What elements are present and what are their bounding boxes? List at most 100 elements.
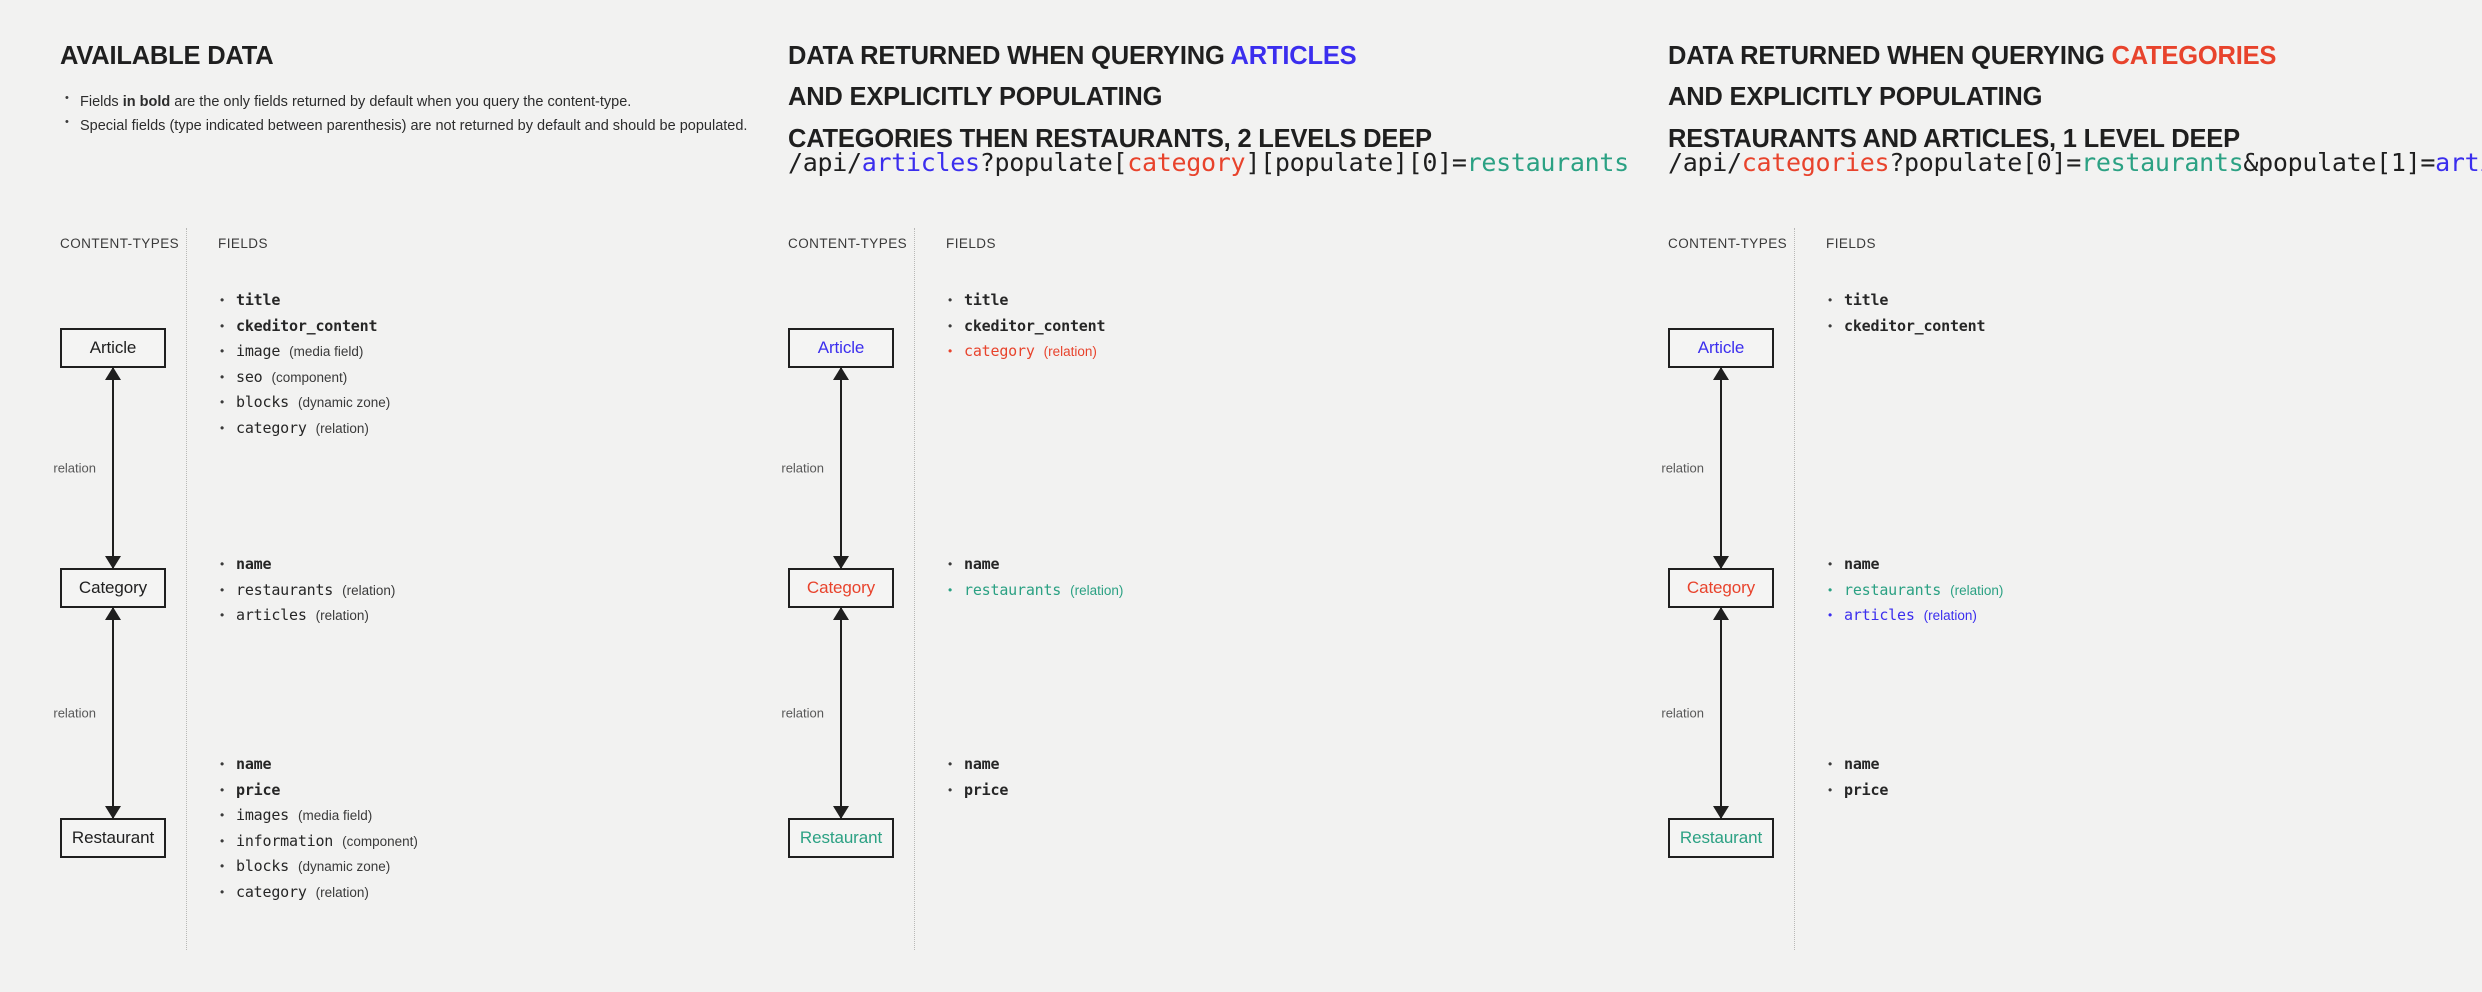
content-type-node-restaurant[interactable]: Restaurant bbox=[60, 818, 166, 858]
title-line: DATA RETURNED WHEN QUERYING CATEGORIES bbox=[1668, 36, 2448, 77]
field-row: articles (relation) bbox=[218, 603, 395, 629]
field-list-restaurant: namepriceimages(media field)information(… bbox=[218, 752, 418, 905]
field-row: articles(relation) bbox=[1826, 603, 2003, 629]
url-segment: ?populate[0]= bbox=[1889, 148, 2082, 177]
connector-line bbox=[112, 368, 114, 568]
relation-connector: relation bbox=[53, 367, 173, 569]
url-segment: articles bbox=[2435, 148, 2482, 177]
field-name: restaurants bbox=[964, 580, 1062, 599]
field-row: name bbox=[946, 552, 1123, 578]
field-row: ckeditor_content bbox=[218, 314, 390, 340]
field-row: restaurants (relation) bbox=[946, 578, 1123, 604]
arrow-up-icon bbox=[833, 367, 849, 380]
relation-label: relation bbox=[781, 703, 831, 723]
title-line: RESTAURANTS AND ARTICLES, 1 LEVEL DEEP bbox=[1668, 119, 2448, 160]
field-type: (media field) bbox=[298, 808, 373, 823]
url-segment: ?populate[ bbox=[979, 148, 1128, 177]
field-name: name bbox=[1844, 755, 1880, 773]
panel-querying-articles: DATA RETURNED WHEN QUERYING ARTICLES AND … bbox=[728, 0, 1629, 992]
arrow-up-icon bbox=[105, 607, 121, 620]
field-type: (relation) bbox=[1923, 608, 1977, 623]
field-type: (dynamic zone) bbox=[298, 395, 391, 410]
title-line: CATEGORIES THEN RESTAURANTS, 2 LEVELS DE… bbox=[788, 119, 1568, 160]
relation-label: relation bbox=[781, 458, 831, 478]
field-list-category: namerestaurants(relation)articles(relati… bbox=[218, 552, 395, 629]
connector-line bbox=[112, 608, 114, 818]
field-row: name bbox=[1826, 752, 1888, 778]
relation-label: relation bbox=[1661, 703, 1711, 723]
arrow-up-icon bbox=[833, 607, 849, 620]
field-row: title bbox=[218, 288, 390, 314]
title-segment: ARTICLES bbox=[1230, 42, 1357, 70]
url-segment: ][populate][0]= bbox=[1245, 148, 1467, 177]
field-name: name bbox=[236, 755, 272, 773]
field-row: name bbox=[1826, 552, 2003, 578]
field-type: (relation) bbox=[315, 420, 369, 436]
field-row: blocks(dynamic zone) bbox=[218, 390, 390, 416]
title-line: AVAILABLE DATA bbox=[60, 36, 840, 77]
field-row: name bbox=[218, 552, 395, 578]
relation-connector: relation bbox=[781, 607, 901, 819]
field-row: blocks(dynamic zone) bbox=[218, 854, 418, 880]
content-type-node-category[interactable]: Category bbox=[1668, 568, 1774, 608]
content-type-node-restaurant[interactable]: Restaurant bbox=[1668, 818, 1774, 858]
field-name: articles bbox=[236, 606, 307, 624]
field-row: ckeditor_content bbox=[946, 314, 1105, 340]
url-segment: restaurants bbox=[2081, 148, 2244, 177]
relation-connector: relation bbox=[53, 607, 173, 819]
relation-label: relation bbox=[1661, 458, 1711, 478]
field-row: category(relation) bbox=[946, 339, 1105, 365]
content-type-node-article[interactable]: Article bbox=[1668, 328, 1774, 368]
field-type: (relation) bbox=[342, 582, 396, 598]
title-line: DATA RETURNED WHEN QUERYING ARTICLES bbox=[788, 36, 1568, 77]
arrow-down-icon bbox=[1713, 556, 1729, 569]
content-type-node-article[interactable]: Article bbox=[60, 328, 166, 368]
content-type-node-article[interactable]: Article bbox=[788, 328, 894, 368]
field-name: category bbox=[236, 418, 307, 437]
column-header-content-types: CONTENT-TYPES bbox=[1668, 236, 1788, 251]
content-type-node-category[interactable]: Category bbox=[60, 568, 166, 608]
arrow-down-icon bbox=[833, 806, 849, 819]
field-name: name bbox=[1844, 555, 1880, 573]
note-item: Special fields (type indicated between p… bbox=[60, 114, 840, 138]
title-segment: CATEGORIES THEN RESTAURANTS, 2 LEVELS DE… bbox=[788, 124, 1432, 153]
field-name: ckeditor_content bbox=[236, 316, 378, 335]
field-type: (relation) bbox=[1070, 582, 1124, 598]
field-name: name bbox=[964, 755, 1000, 773]
field-row: ckeditor_content bbox=[1826, 314, 1985, 340]
field-row: seo(component) bbox=[218, 365, 390, 391]
field-name: restaurants bbox=[1844, 580, 1942, 599]
field-type: (relation) bbox=[315, 608, 369, 623]
api-url[interactable]: /api/articles?populate[category][populat… bbox=[788, 148, 1629, 177]
api-url[interactable]: /api/categories?populate[0]=restaurants&… bbox=[1668, 148, 2482, 177]
arrow-down-icon bbox=[105, 806, 121, 819]
field-list-category: name restaurants (relation) bbox=[946, 552, 1123, 603]
url-segment: category bbox=[1127, 148, 1246, 177]
field-name: category bbox=[236, 882, 307, 901]
field-list-article: title ckeditor_content image(media field)s… bbox=[218, 288, 390, 441]
arrow-down-icon bbox=[1713, 806, 1729, 819]
field-row: image(media field) bbox=[218, 339, 390, 365]
title-line: AND EXPLICITLY POPULATING bbox=[788, 77, 1568, 118]
arrow-down-icon bbox=[833, 556, 849, 569]
arrow-up-icon bbox=[1713, 367, 1729, 380]
column-divider bbox=[1794, 228, 1795, 950]
field-name: images bbox=[236, 806, 289, 824]
content-type-node-restaurant[interactable]: Restaurant bbox=[788, 818, 894, 858]
title-line: AND EXPLICITLY POPULATING bbox=[1668, 77, 2448, 118]
field-name: name bbox=[236, 555, 272, 573]
arrow-up-icon bbox=[105, 367, 121, 380]
content-type-node-category[interactable]: Category bbox=[788, 568, 894, 608]
relation-connector: relation bbox=[1661, 367, 1781, 569]
field-type: (relation) bbox=[1043, 344, 1097, 359]
field-row: category (relation) bbox=[218, 416, 390, 442]
title-segment: AND EXPLICITLY POPULATING bbox=[788, 83, 1163, 112]
field-name: price bbox=[1844, 780, 1889, 799]
panel-title: DATA RETURNED WHEN QUERYING ARTICLES AND … bbox=[788, 36, 1568, 160]
column-header-content-types: CONTENT-TYPES bbox=[788, 236, 908, 251]
relation-label: relation bbox=[53, 703, 103, 723]
url-segment: categories bbox=[1741, 148, 1890, 177]
field-name: image bbox=[236, 342, 281, 360]
